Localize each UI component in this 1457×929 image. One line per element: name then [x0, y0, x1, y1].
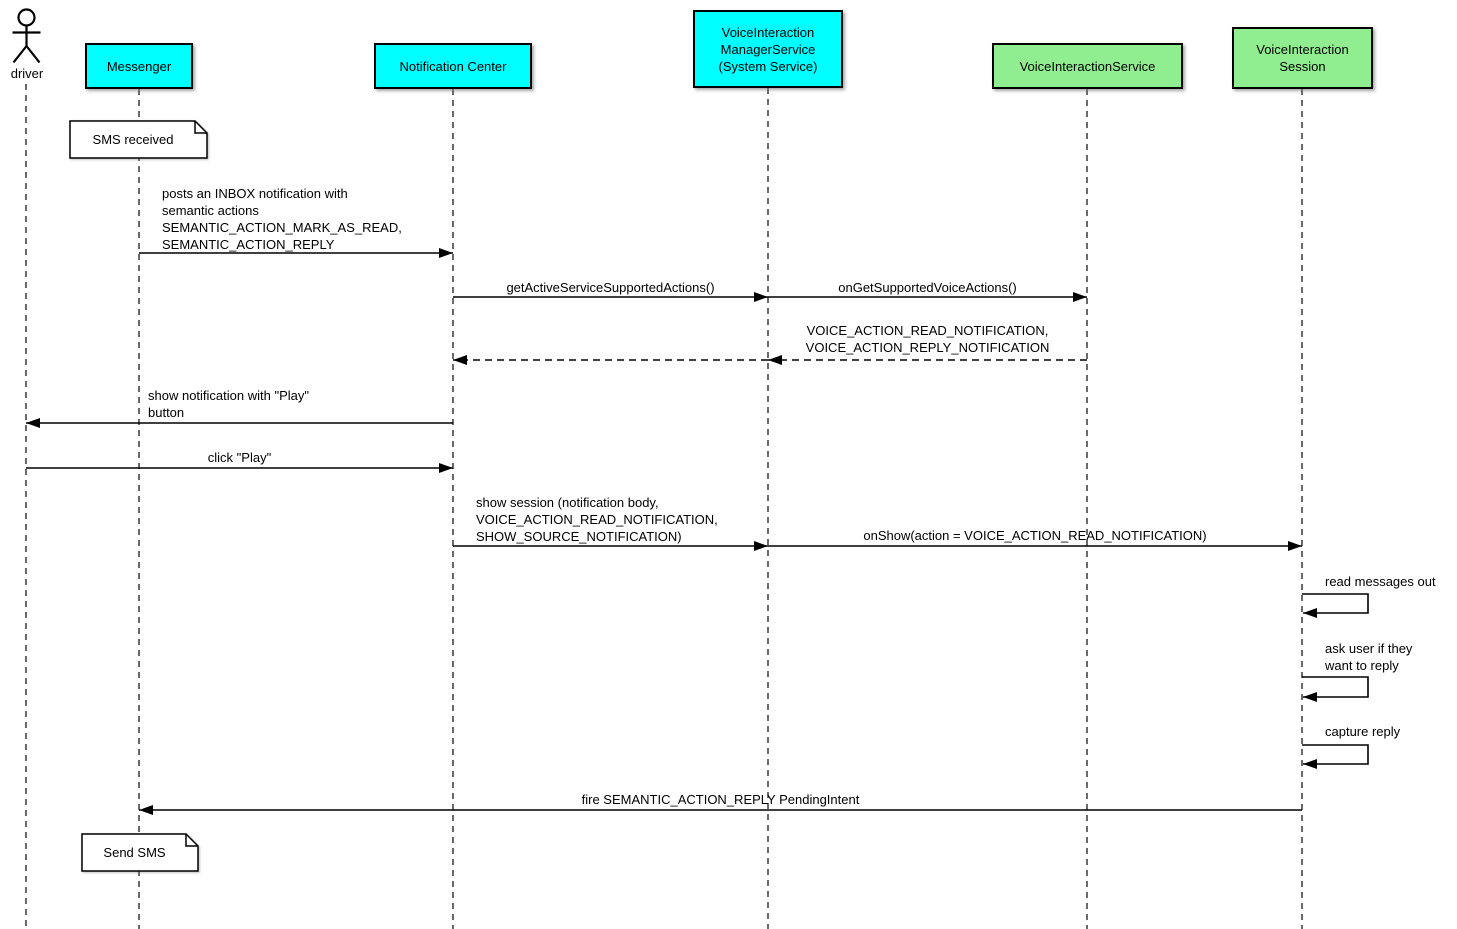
message-get-active-service-supported-actions: getActiveServiceSupportedActions() [506, 280, 715, 295]
message-on-show: onShow(action = VOICE_ACTION_READ_NOTIFI… [863, 528, 1207, 543]
participant-voice-interaction-service: VoiceInteractionService [992, 43, 1183, 89]
participant-messenger: Messenger [85, 43, 193, 89]
self-loop-read-messages-out [1302, 593, 1369, 618]
message-capture-reply: capture reply [1325, 724, 1401, 739]
message-ask-user-reply: ask user if they want to reply [1325, 641, 1413, 673]
message-on-get-supported-voice-actions: onGetSupportedVoiceActions() [838, 280, 1017, 295]
message-posts-inbox-notification: posts an INBOX notification with semanti… [162, 186, 402, 252]
note-sms-received: SMS received [92, 132, 174, 147]
note-sms-received-shape [69, 120, 208, 159]
actor-driver-icon [12, 8, 41, 64]
self-loop-capture-reply [1302, 744, 1369, 769]
note-send-sms-shape [81, 833, 199, 872]
actor-driver-label: driver [10, 66, 44, 81]
note-send-sms: Send SMS [103, 845, 166, 860]
participant-voice-interaction-session: VoiceInteraction Session [1232, 27, 1373, 89]
message-show-notification-play: show notification with "Play" button [148, 388, 309, 420]
participant-notification-center: Notification Center [374, 43, 532, 89]
message-click-play: click "Play" [207, 450, 272, 465]
participant-voice-interaction-manager-service: VoiceInteraction ManagerService (System … [693, 10, 843, 88]
message-show-session: show session (notification body, VOICE_A… [476, 495, 718, 544]
self-loop-ask-user-reply [1302, 676, 1369, 702]
message-read-messages-out: read messages out [1325, 574, 1436, 589]
message-return-voice-actions: VOICE_ACTION_READ_NOTIFICATION, VOICE_AC… [805, 323, 1050, 355]
message-fire-pending-intent: fire SEMANTIC_ACTION_REPLY PendingIntent [581, 792, 860, 807]
